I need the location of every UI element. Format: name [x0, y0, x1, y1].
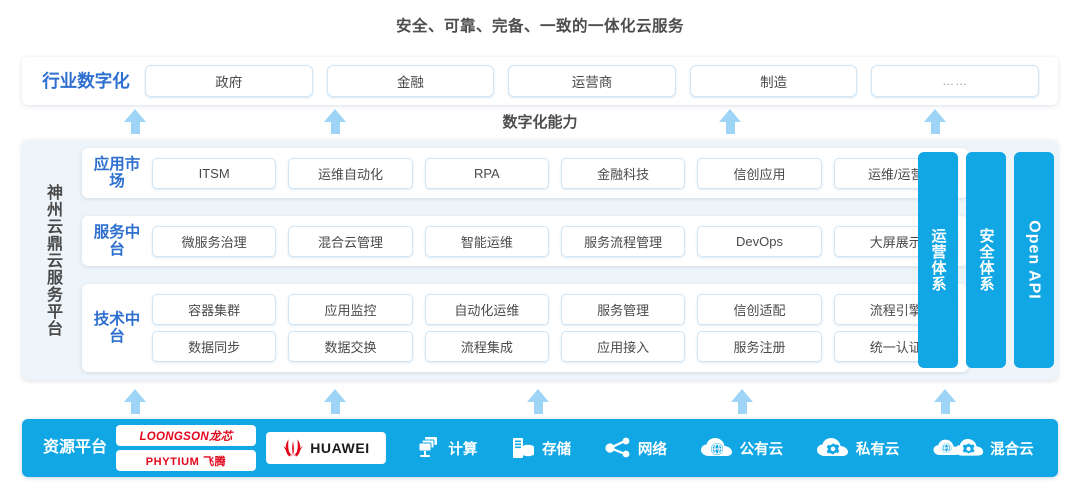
resource-item-private-cloud-label: 私有云 — [855, 441, 900, 458]
resource-item-list: 计算 存储 — [400, 435, 1050, 461]
tier-cell-process-integration[interactable]: 流程集成 — [424, 331, 549, 362]
tier-application-market: 应用市场 ITSM 运维自动化 RPA 金融科技 信创应用 运维/运营 — [82, 148, 968, 198]
tier-cell-ops-automation[interactable]: 运维自动化 — [288, 157, 413, 189]
tier-cell-itsm[interactable]: ITSM — [152, 157, 277, 189]
side-bar-operations-system[interactable]: 运营体系 — [918, 152, 958, 368]
tier-cell-automated-ops[interactable]: 自动化运维 — [424, 294, 549, 325]
public-cloud-icon — [700, 438, 732, 456]
platform-vertical-label: 神州云鼎云服务平台 — [44, 183, 61, 337]
tier-cell-data-sync[interactable]: 数据同步 — [152, 331, 277, 362]
tier-cell-service-mgmt[interactable]: 服务管理 — [560, 294, 686, 325]
huawei-logo-text: HUAWEI — [310, 440, 370, 456]
tier-label-application-market: 应用市场 — [93, 155, 141, 190]
tier-cell-rpa[interactable]: RPA — [424, 157, 549, 189]
industry-chip-more[interactable]: …… — [871, 65, 1039, 97]
hybrid-cloud-icon — [933, 439, 984, 456]
tier-cell-xinchuang-adaptation[interactable]: 信创适配 — [697, 294, 822, 325]
compute-icon — [418, 437, 438, 457]
industry-chip-government[interactable]: 政府 — [145, 65, 313, 97]
side-bar-open-api[interactable]: Open API — [1014, 152, 1054, 368]
tier-cell-hybrid-cloud-mgmt[interactable]: 混合云管理 — [288, 225, 413, 257]
industry-chip-manufacturing[interactable]: 制造 — [689, 65, 858, 97]
resource-item-public-cloud-label: 公有云 — [739, 441, 784, 458]
capability-label: 数字化能力 — [502, 114, 578, 131]
storage-icon — [513, 438, 535, 458]
tier-cell-container-cluster[interactable]: 容器集群 — [152, 294, 277, 325]
resource-item-storage[interactable]: 存储 — [510, 435, 571, 461]
loongson-logo: LOONGSON龙芯 — [116, 425, 256, 446]
tier-technology-midplatform: 技术中台 容器集群 应用监控 自动化运维 服务管理 信创适配 流程引擎 数据同步… — [82, 284, 968, 372]
resource-item-storage-label: 存储 — [542, 441, 572, 458]
tier-label-technology-midplatform: 技术中台 — [93, 310, 141, 345]
page-title: 安全、可靠、完备、一致的一体化云服务 — [395, 18, 684, 35]
resource-item-hybrid-cloud[interactable]: 混合云 — [932, 436, 1034, 460]
resource-item-compute-label: 计算 — [448, 441, 478, 458]
resource-item-private-cloud[interactable]: 私有云 — [816, 436, 900, 460]
resource-item-compute[interactable]: 计算 — [416, 435, 477, 461]
resource-item-network[interactable]: 网络 — [604, 435, 667, 461]
side-bar-security-system[interactable]: 安全体系 — [966, 152, 1006, 368]
tier-cell-app-monitoring[interactable]: 应用监控 — [288, 294, 413, 325]
industry-row-label: 行业数字化 — [42, 70, 130, 91]
resource-item-public-cloud[interactable]: 公有云 — [700, 436, 784, 460]
huawei-logo: HUAWEI — [266, 432, 386, 464]
industry-digitalization-row: 行业数字化 政府 金融 运营商 制造 …… — [22, 57, 1058, 105]
tier-cell-service-process-mgmt[interactable]: 服务流程管理 — [560, 225, 686, 257]
huawei-flower-icon — [283, 439, 304, 457]
resource-item-hybrid-cloud-label: 混合云 — [990, 441, 1034, 458]
tier-service-midplatform: 服务中台 微服务治理 混合云管理 智能运维 服务流程管理 DevOps 大屏展示 — [82, 216, 968, 266]
tier-label-service-midplatform: 服务中台 — [93, 223, 141, 258]
tier-cell-data-exchange[interactable]: 数据交换 — [288, 331, 413, 362]
resource-platform-label: 资源平台 — [42, 439, 107, 457]
tier-cell-service-registry[interactable]: 服务注册 — [697, 331, 822, 362]
tier-cell-xinchuang-app[interactable]: 信创应用 — [697, 157, 822, 189]
side-bar-group: 运营体系 安全体系 Open API — [918, 152, 1054, 368]
tier-cell-app-access[interactable]: 应用接入 — [560, 331, 686, 362]
network-icon — [605, 437, 630, 458]
phytium-logo: PHYTIUM 飞腾 — [116, 450, 256, 471]
tier-cell-microservice-governance[interactable]: 微服务治理 — [152, 225, 277, 257]
industry-chip-telecom[interactable]: 运营商 — [508, 65, 676, 97]
tier-cell-devops[interactable]: DevOps — [697, 225, 822, 257]
tier-cell-fintech[interactable]: 金融科技 — [560, 157, 686, 189]
side-bar-open-api-label: Open API — [1026, 220, 1044, 300]
resource-item-network-label: 网络 — [637, 441, 667, 458]
industry-chip-finance[interactable]: 金融 — [326, 65, 495, 97]
chip-vendor-logos: LOONGSON龙芯 PHYTIUM 飞腾 — [116, 425, 256, 471]
tier-cell-aiops[interactable]: 智能运维 — [424, 225, 549, 257]
platform-tier-stack: 应用市场 ITSM 运维自动化 RPA 金融科技 信创应用 运维/运营 服务中台… — [82, 148, 968, 372]
resource-platform-bar: 资源平台 LOONGSON龙芯 PHYTIUM 飞腾 HUAWEI — [22, 419, 1058, 477]
private-cloud-icon — [816, 438, 848, 456]
